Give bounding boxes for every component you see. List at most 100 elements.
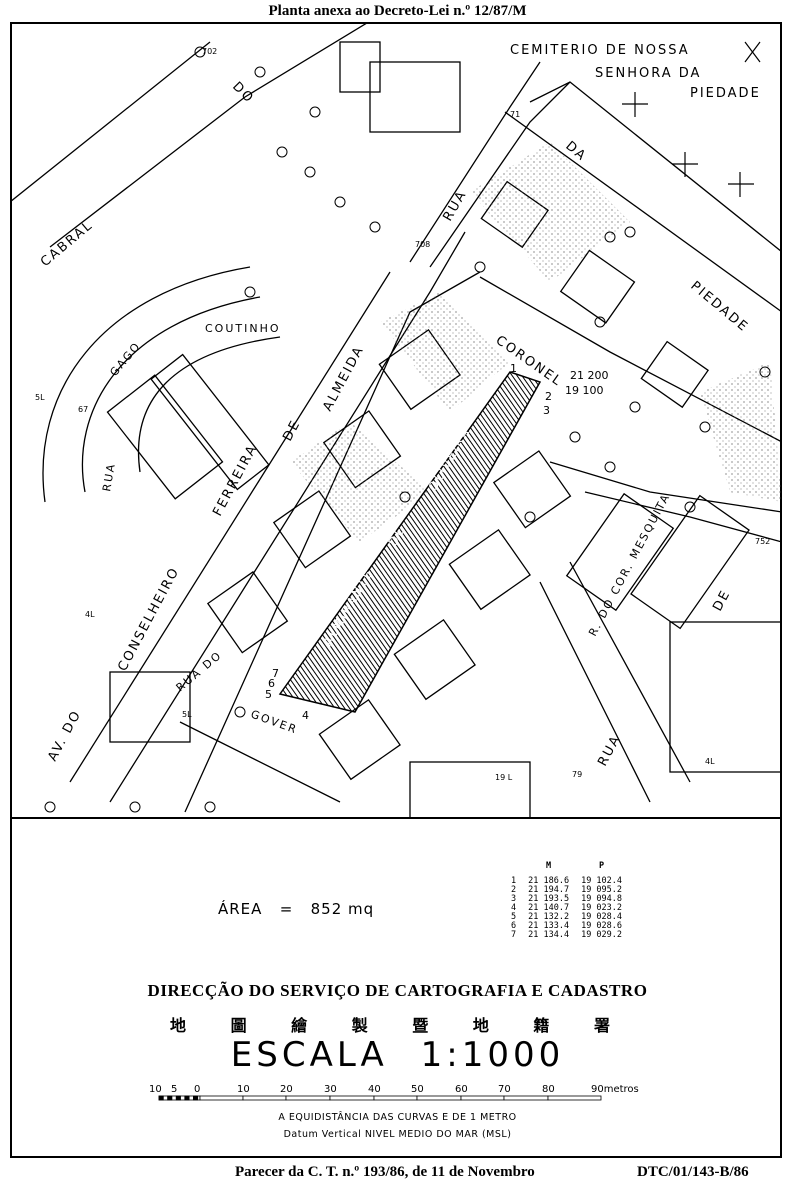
num-label: 5L <box>35 393 45 402</box>
label-cabral: CABRAL <box>38 218 96 270</box>
area-readout: ÁREA = 852 mq <box>218 900 374 918</box>
num-label: 71 <box>510 110 520 119</box>
scale-segment <box>285 1095 331 1101</box>
footer-opinion: Parecer da C. T. n.º 193/86, de 11 de No… <box>235 1164 535 1180</box>
scale-subsegment <box>158 1095 164 1101</box>
scale-tick-label: 10 <box>237 1084 250 1095</box>
vertex-id: 4 <box>511 903 517 913</box>
vertex-label: 3 <box>543 404 550 417</box>
scale-tick-label: 30 <box>324 1084 337 1095</box>
coord-m: 21 194.7 <box>528 885 570 895</box>
scale-segment <box>242 1095 287 1101</box>
vertex-id: 2 <box>511 885 517 895</box>
map-frame <box>10 22 782 1158</box>
scale-subsegment <box>184 1095 190 1101</box>
map-legend-divider <box>10 817 782 819</box>
datum-note: Datum Vertical NIVEL MEDIO DO MAR (MSL) <box>283 1129 512 1140</box>
label-rua-de-1: RUA <box>595 732 624 769</box>
coord-m: 21 132.2 <box>528 912 570 922</box>
col-header-m: M <box>546 861 552 871</box>
label-cemetery-2: SENHORA DA <box>595 66 701 81</box>
vertex-label: 7 <box>272 667 279 680</box>
vertex-id: 7 <box>511 930 517 940</box>
road-edge <box>49 22 370 248</box>
coord-p: 19 023.2 <box>581 903 623 913</box>
scale-segment <box>547 1095 602 1101</box>
coord-m: 21 133.4 <box>528 921 570 931</box>
cadastral-map: CEMITERIO DE NOSSA SENHORA DA PIEDADE RU… <box>10 22 782 818</box>
scale-tick-label: 0 <box>194 1084 200 1095</box>
vertex-id: 6 <box>511 921 517 931</box>
footer-reference: DTC/01/143-B/86 <box>637 1164 749 1180</box>
coord-m: 21 186.6 <box>528 876 570 886</box>
vertex-label: 4 <box>302 709 309 722</box>
num-label: 702 <box>202 47 217 56</box>
scale-segment <box>329 1095 375 1101</box>
label-governador-2: GOVER <box>249 708 300 737</box>
label-av-3: FERREIRA <box>210 442 260 519</box>
label-rua-piedade-1: RUA <box>440 188 470 224</box>
area-value: 852 mq <box>310 900 375 918</box>
scale-segment <box>199 1095 244 1101</box>
coord-row: 3 21 193.5 19 094.8 <box>505 895 628 904</box>
vertex-id: 5 <box>511 912 517 922</box>
num-label: 5L <box>182 710 192 719</box>
num-label: 79 <box>572 770 582 779</box>
label-mesquita: R. DO COR. MESQUITA <box>586 491 673 639</box>
label-av-4: DE <box>280 417 304 444</box>
cemetery-crosses <box>622 41 761 197</box>
road-edge <box>10 41 211 203</box>
coord-m: 21 193.5 <box>528 894 570 904</box>
grid-coord-label: 21 200 <box>570 369 609 382</box>
scale-tick-label: 80 <box>542 1084 555 1095</box>
label-cemetery-1: CEMITERIO DE NOSSA <box>510 43 690 58</box>
scale-tick-label: 70 <box>498 1084 511 1095</box>
vertex-label: 6 <box>268 677 275 690</box>
hatched-parcel <box>278 371 542 713</box>
scale-tick-label: 20 <box>280 1084 293 1095</box>
num-label: 4L <box>85 610 95 619</box>
vertex-label: 2 <box>545 390 552 403</box>
scale-segment <box>373 1095 418 1101</box>
coord-row: 7 21 134.4 19 029.2 <box>505 931 628 940</box>
label-rua-de-2: DE <box>710 587 734 614</box>
coord-p: 19 029.2 <box>581 930 623 940</box>
vertex-id: 3 <box>511 894 517 904</box>
coord-m: 21 134.4 <box>528 930 570 940</box>
contour-note: A EQUIDISTÂNCIA DAS CURVAS E DE 1 METRO <box>278 1112 517 1123</box>
coord-row: 5 21 132.2 19 028.4 <box>505 913 628 922</box>
coord-p: 19 028.4 <box>581 912 623 922</box>
label-rua-piedade-3: PIEDADE <box>687 279 751 336</box>
scale-segment <box>503 1095 549 1101</box>
label-gago-2: GAGO <box>107 339 143 379</box>
grid-coord-label: 19 100 <box>565 384 604 397</box>
coord-row: 1 21 186.6 19 102.4 <box>505 877 628 886</box>
vertex-label: 1 <box>510 362 517 375</box>
scale-tick-label: 10 <box>149 1084 162 1095</box>
scale-tick-label: 5 <box>171 1084 177 1095</box>
area-equals: = <box>279 900 294 918</box>
scale-tick-label: 90metros <box>591 1084 639 1095</box>
num-label: 4L <box>705 757 715 766</box>
label-cemetery-3: PIEDADE <box>690 86 761 101</box>
num-label: 752 <box>755 537 770 546</box>
scale-tick-label: 40 <box>368 1084 381 1095</box>
tree-symbols <box>44 46 771 813</box>
num-label: 19 L <box>495 773 513 782</box>
label-gago-1: RUA <box>100 461 118 492</box>
scale-subsegment <box>167 1095 173 1101</box>
label-gago-3: COUTINHO <box>205 322 281 335</box>
coord-p: 19 102.4 <box>581 876 623 886</box>
label-do: DO <box>229 79 257 107</box>
col-header-p: P <box>598 861 605 871</box>
coord-p: 19 094.8 <box>581 894 623 904</box>
area-label: ÁREA <box>218 900 263 918</box>
vertex-id: 1 <box>511 876 517 886</box>
scale-segment <box>460 1095 505 1101</box>
document-title: Planta anexa ao Decreto-Lei n.º 12/87/M <box>268 3 527 19</box>
agency-name: DIRECÇÃO DO SERVIÇO DE CARTOGRAFIA E CAD… <box>147 981 648 1000</box>
